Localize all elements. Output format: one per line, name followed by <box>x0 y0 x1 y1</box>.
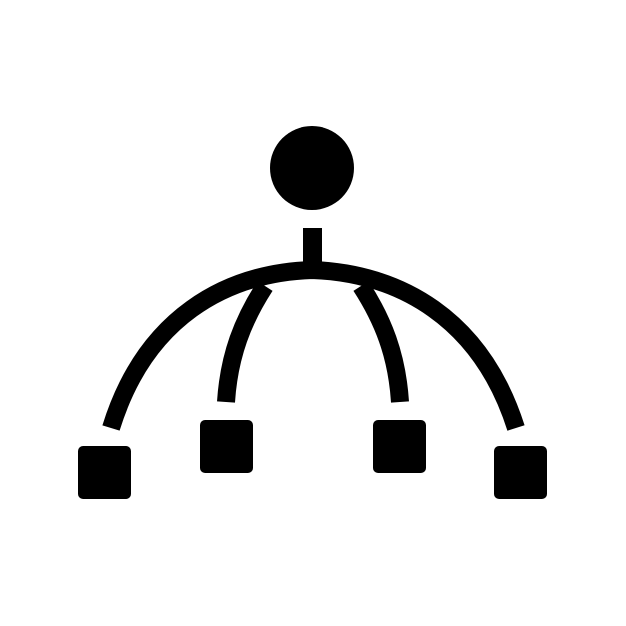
leaf-node-2-icon <box>200 420 253 473</box>
leaf-node-3-icon <box>373 420 426 473</box>
leaf-node-4-icon <box>494 446 547 499</box>
root-node-icon <box>270 126 354 210</box>
leaf-node-1-icon <box>78 446 131 499</box>
right-inner-branch-icon <box>353 281 409 403</box>
left-inner-branch-icon <box>217 281 273 403</box>
root-stem-icon <box>303 228 322 270</box>
outer-arch-icon <box>102 260 525 431</box>
